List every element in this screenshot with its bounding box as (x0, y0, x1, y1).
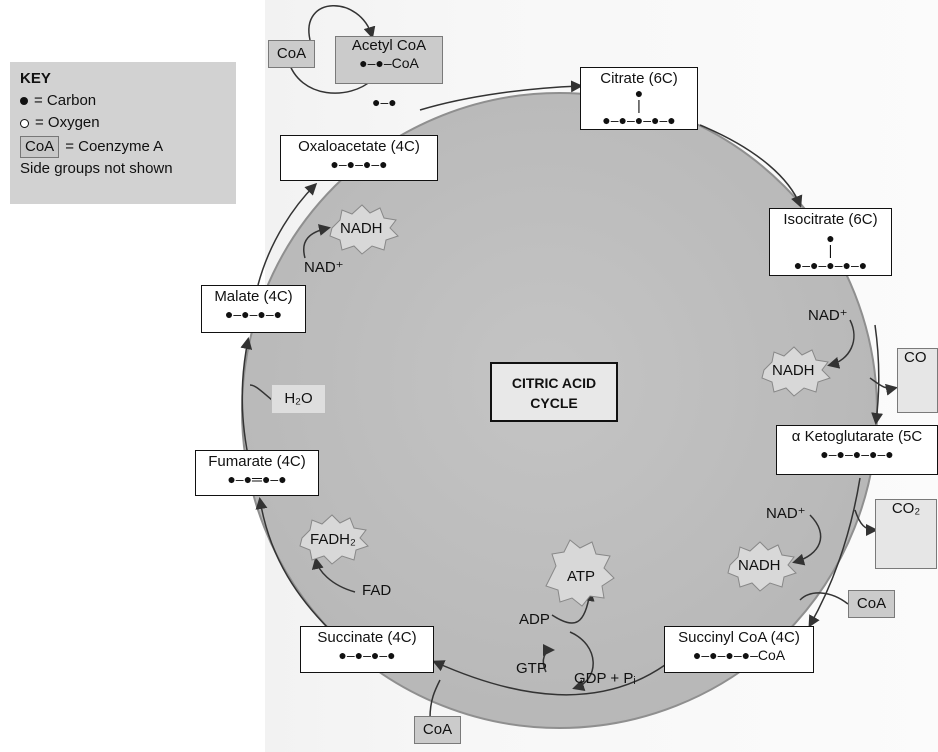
key-oxygen-row: = Oxygen (20, 112, 226, 134)
citrate-to-isocitrate-arrow (699, 124, 803, 208)
co2-lower-label: CO₂ (891, 500, 921, 517)
co2-lower-arrow (854, 509, 878, 536)
isocitrate-chain: ●–●–●–●–● (793, 257, 868, 273)
acetyl-coa-name: Acetyl CoA (351, 37, 427, 54)
acetyl-to-citrate-arrow (419, 80, 583, 111)
nad-isocitrate-label: NAD⁺ (808, 307, 848, 324)
nad-kg-arrow (792, 514, 822, 566)
nadh-right-label: NADH (772, 362, 815, 379)
succinate-box: Succinate (4C) ●–●–●–● (300, 626, 434, 673)
a-ketoglutarate-box: α Ketoglutarate (5C ●–●–●–●–● (776, 425, 938, 475)
oxygen-dot-icon (20, 118, 29, 128)
nadh-burst-lower (727, 541, 797, 592)
coa-loop-arrow (287, 59, 373, 94)
succinylcoa-to-succinate-arrow (432, 660, 666, 696)
citrate-chain: ●–●–●–●–● (602, 112, 676, 128)
water-box: H₂O (271, 384, 326, 414)
gdp-label: GDP + Pᵢ (574, 670, 636, 687)
succinyl-coa-name: Succinyl CoA (4C) (678, 629, 800, 646)
co2-box-lower: CO₂ (875, 499, 937, 569)
malate-to-oxaloacetate-arrow (257, 182, 318, 286)
nadh-burst-right (761, 346, 831, 397)
citrate-branch: ●| (634, 85, 644, 113)
a-ketoglutarate-chain: ●–●–●–●–● (820, 446, 894, 462)
key-coa-tag: CoA (20, 136, 60, 158)
fad-label: FAD (362, 582, 392, 599)
gdp-gtp-arrow (542, 644, 555, 673)
nad-ketoglutarate-label: NAD⁺ (766, 505, 806, 522)
gtp-gdp-arrow (569, 631, 594, 691)
coa-box-top: CoA (268, 40, 315, 68)
key-oxygen-label: = Oxygen (35, 114, 100, 131)
fumarate-to-malate-arrow (240, 337, 253, 466)
adp-atp-arrow (551, 589, 595, 624)
fumarate-chain: ●–●═●–● (227, 471, 287, 487)
coa-succinyl-arrow (799, 592, 849, 605)
fad-arrow (311, 557, 356, 593)
key-coa-label: = Coenzyme A (65, 138, 164, 155)
water-arrow (249, 384, 273, 401)
succinyl-coa-chain: ●–●–●–●–CoA (692, 647, 786, 663)
isocitrate-branch: ●| (826, 230, 835, 258)
citrate-name: Citrate (6C) (600, 70, 678, 87)
malate-name: Malate (4C) (214, 288, 293, 305)
coa-box-bottom: CoA (414, 716, 461, 744)
atp-label: ATP (567, 568, 596, 585)
center-label: CITRIC ACID CYCLE (490, 362, 618, 422)
center-label-line2: CYCLE (530, 395, 578, 411)
acetyl-coa-box: Acetyl CoA ●–●–CoA (335, 36, 443, 84)
fumarate-name: Fumarate (4C) (208, 453, 306, 470)
acetyl-coa-chain: ●–●–CoA (359, 55, 419, 71)
key-carbon-row: = Carbon (20, 90, 226, 112)
malate-chain: ●–●–●–● (224, 306, 283, 322)
coa-bottom-arrow (429, 679, 441, 719)
isocitrate-name: Isocitrate (6C) (783, 211, 878, 228)
coa-box-right: CoA (848, 590, 895, 618)
isocitrate-to-kg-arrow (871, 324, 884, 425)
key-coa-row: CoA = Coenzyme A (20, 136, 226, 158)
oxaloacetate-name: Oxaloacetate (4C) (298, 138, 420, 155)
malate-box: Malate (4C) ●–●–●–● (201, 285, 306, 333)
co2-top-label: CO (904, 349, 927, 366)
key-carbon-label: = Carbon (34, 92, 97, 109)
acetyl-top-arrow (308, 5, 376, 41)
key-panel: KEY = Carbon = Oxygen CoA = Coenzyme A S… (10, 62, 236, 204)
nadh-lower-label: NADH (738, 557, 781, 574)
kg-to-succinylcoa-arrow (808, 477, 861, 628)
isocitrate-box: Isocitrate (6C) ●| ●–●–●–●–● (769, 208, 892, 276)
nadh-top-label: NADH (340, 220, 383, 237)
key-title: KEY (20, 70, 51, 87)
oxaloacetate-chain: ●–●–●–● (330, 156, 388, 172)
nadh-burst-top (329, 204, 399, 255)
succinate-to-fumarate-arrow (255, 497, 331, 631)
nad-oxaloacetate-arrow (303, 224, 331, 259)
fadh2-label: FADH₂ (310, 531, 356, 548)
a-ketoglutarate-name: α Ketoglutarate (5C (791, 428, 923, 445)
acetyl-fragment: ●–● (372, 94, 397, 110)
nad-oxaloacetate-label: NAD⁺ (304, 259, 344, 276)
co2-box-top: CO (897, 348, 938, 413)
atp-burst (545, 539, 615, 607)
carbon-dot-icon (20, 97, 28, 105)
co2-top-arrow (869, 377, 898, 396)
citrate-box: Citrate (6C) ●| ●–●–●–●–● (580, 67, 698, 130)
key-note: Side groups not shown (20, 160, 173, 177)
succinate-name: Succinate (4C) (317, 629, 417, 646)
oxaloacetate-box: Oxaloacetate (4C) ●–●–●–● (280, 135, 438, 181)
fumarate-box: Fumarate (4C) ●–●═●–● (195, 450, 319, 496)
succinate-chain: ●–●–●–● (338, 647, 396, 663)
fadh2-burst (299, 514, 369, 565)
succinyl-coa-box: Succinyl CoA (4C) ●–●–●–●–CoA (664, 626, 814, 673)
adp-label: ADP (519, 611, 550, 628)
gtp-label: GTP (516, 660, 547, 677)
nad-isocitrate-arrow (827, 319, 855, 369)
center-label-line1: CITRIC ACID (511, 375, 597, 391)
